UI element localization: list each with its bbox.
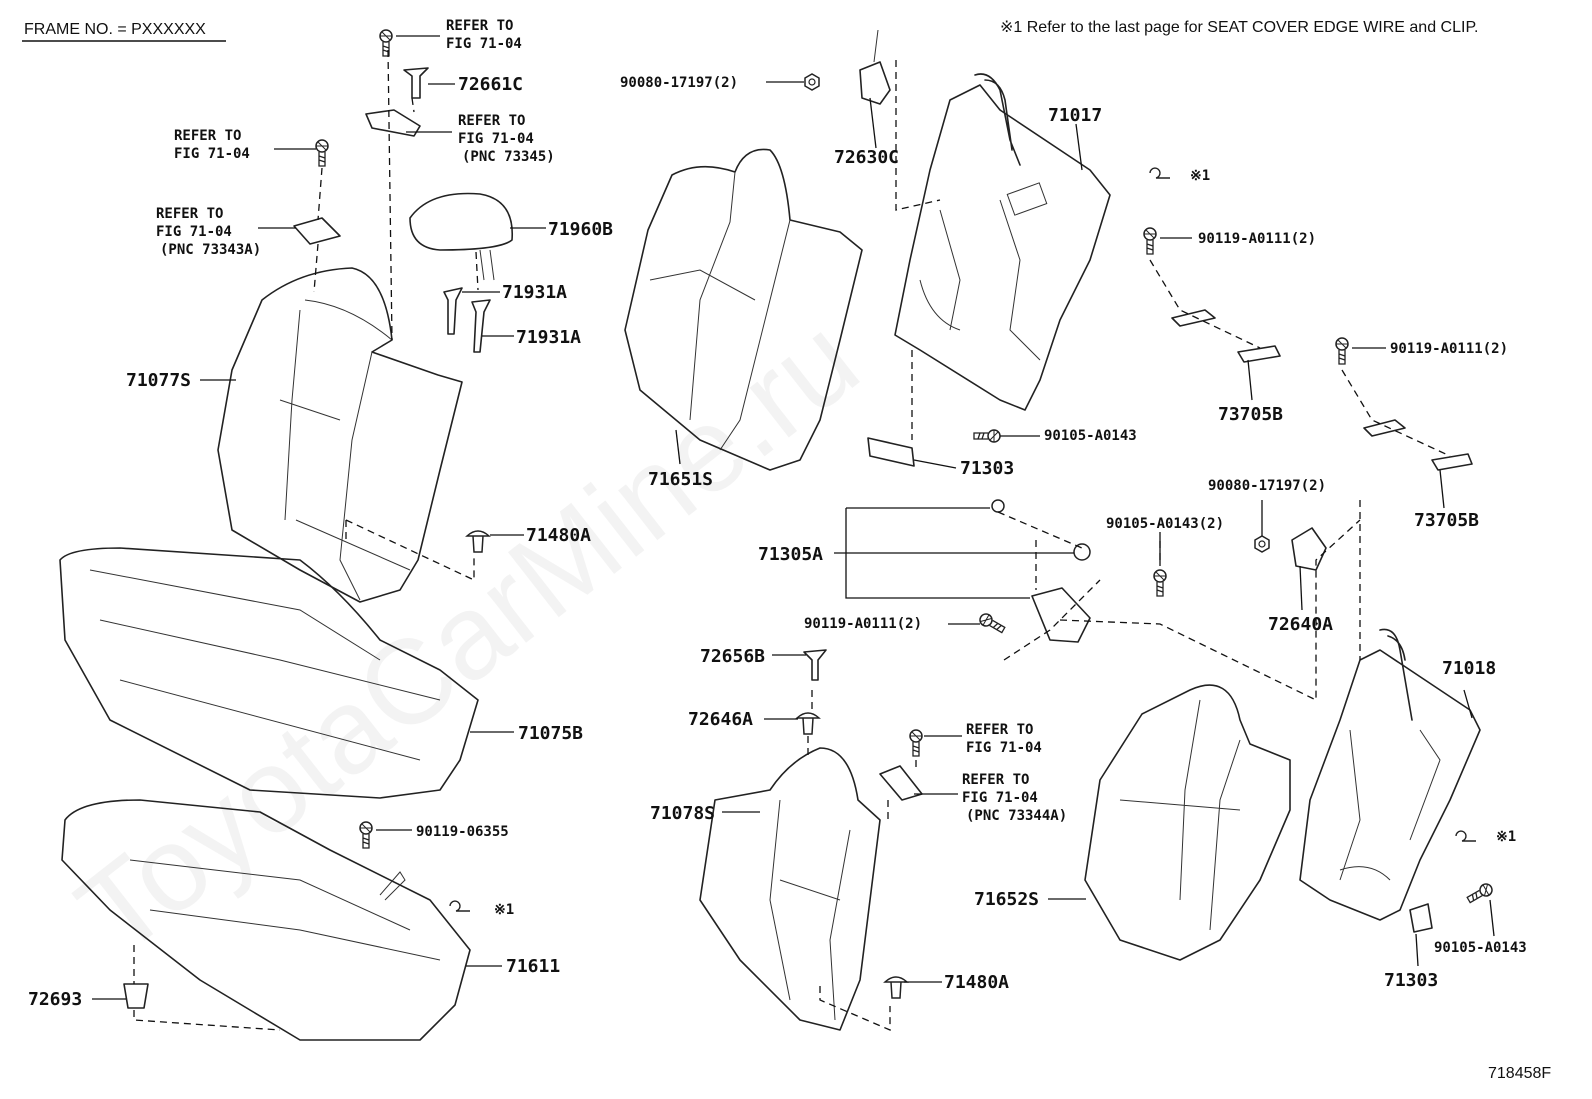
clip-72646A (796, 712, 820, 735)
watermark: ToyotaCarMine.ru (54, 292, 883, 981)
label-90119-06355: 90119-06355 (416, 824, 509, 840)
bracket-73705B-2 (1341, 369, 1473, 471)
label-90105-A0143-2: 90105-A0143(2) (1106, 516, 1224, 532)
refer-6-line-3: (PNC 73344A) (966, 808, 1067, 824)
note-x1-top: ※1 (1190, 168, 1210, 184)
pin-72656B (803, 649, 827, 681)
frame-71018 (1299, 628, 1481, 921)
hinge-72640A (1291, 527, 1327, 571)
bracket-71303-2 (1409, 903, 1433, 933)
frame-71017 (894, 73, 1111, 411)
label-90119-A0111-3: 90119-A0111(2) (804, 616, 922, 632)
nut-90080-1 (804, 73, 820, 91)
refer-1-line-1: REFER TO (446, 18, 513, 34)
label-71931A-2: 71931A (516, 327, 581, 348)
label-71611: 71611 (506, 956, 560, 977)
label-71077S: 71077S (126, 370, 191, 391)
label-90119-A0111-1: 90119-A0111(2) (1198, 231, 1316, 247)
bolt-90119-A0111-2 (1335, 337, 1349, 365)
frame-number: FRAME NO. = PXXXXXX (24, 21, 206, 38)
label-73705B-1: 73705B (1218, 404, 1283, 425)
bracket-73705B-1 (1149, 259, 1281, 363)
wire-clip-right (1455, 830, 1477, 842)
label-71078S: 71078S (650, 803, 715, 824)
label-71018: 71018 (1442, 658, 1496, 679)
refer-3-line-1: REFER TO (174, 128, 241, 144)
label-71651S: 71651S (648, 469, 713, 490)
label-71480A-2: 71480A (944, 972, 1009, 993)
label-71303-1: 71303 (960, 458, 1014, 479)
bolt-refer-1 (379, 29, 393, 57)
guide-71931A-1 (443, 287, 463, 335)
refer-2-line-2: FIG 71-04 (458, 131, 534, 147)
label-72661C: 72661C (458, 74, 523, 95)
wire-clip-seat (449, 900, 471, 912)
bolt-90105-1 (973, 429, 1001, 443)
bracket-73343A (293, 217, 341, 245)
label-90080-17197-1: 90080-17197(2) (620, 75, 738, 91)
bolt-90119-A0111-3 (977, 611, 1008, 636)
label-71017: 71017 (1048, 105, 1102, 126)
seatback-71078S (699, 747, 881, 1031)
refer-2-line-1: REFER TO (458, 113, 525, 129)
header-note: ※1 Refer to the last page for SEAT COVER… (1000, 19, 1479, 36)
bolt-90119-A0111-1 (1143, 227, 1157, 255)
guide-71931A-2 (471, 299, 491, 353)
label-71652S: 71652S (974, 889, 1039, 910)
bolt-refer-5 (909, 729, 923, 757)
refer-5-line-2: FIG 71-04 (966, 740, 1042, 756)
refer-6-line-1: REFER TO (962, 772, 1029, 788)
refer-3-line-2: FIG 71-04 (174, 146, 250, 162)
grommet-72693 (123, 983, 149, 1009)
refer-5-line-1: REFER TO (966, 722, 1033, 738)
seatback-71651S (624, 148, 863, 471)
bolt-90119-06355 (359, 821, 373, 849)
washer-71305A-1 (991, 499, 1005, 513)
nut-90080-2 (1254, 535, 1270, 553)
seatback-71652S (1084, 684, 1291, 961)
label-72693: 72693 (28, 989, 82, 1010)
label-72646A: 72646A (688, 709, 753, 730)
label-72640A: 72640A (1268, 614, 1333, 635)
refer-4-line-1: REFER TO (156, 206, 223, 222)
label-71305A: 71305A (758, 544, 823, 565)
bracket-73344A (879, 765, 923, 801)
clip-71480A-2 (884, 976, 908, 999)
label-71075B: 71075B (518, 723, 583, 744)
hinge-72630C (859, 29, 891, 105)
label-71931A-1: 71931A (502, 282, 567, 303)
label-72656B: 72656B (700, 646, 765, 667)
note-x1-seat: ※1 (494, 902, 514, 918)
washer-71305A-2 (1073, 543, 1091, 561)
cushion-pad-71611 (61, 799, 471, 1041)
bolt-refer-2 (315, 139, 329, 167)
refer-4-line-3: (PNC 73343A) (160, 242, 261, 258)
refer-6-line-2: FIG 71-04 (962, 790, 1038, 806)
leaders (92, 35, 1495, 1000)
refer-1-line-2: FIG 71-04 (446, 36, 522, 52)
refer-2-line-3: (PNC 73345) (462, 149, 555, 165)
label-90105-A0143-1: 90105-A0143 (1044, 428, 1137, 444)
seatback-71077S (217, 267, 463, 603)
drawing-number: 718458F (1488, 1065, 1551, 1082)
pin-72661C (403, 67, 429, 99)
label-71480A-1: 71480A (526, 525, 591, 546)
cushion-71075B (59, 547, 479, 799)
bolt-90105-2 (1153, 569, 1167, 597)
label-73705B-2: 73705B (1414, 510, 1479, 531)
label-71960B: 71960B (548, 219, 613, 240)
note-x1-right: ※1 (1496, 829, 1516, 845)
wire-clip-top (1149, 167, 1171, 179)
label-71303-2: 71303 (1384, 970, 1438, 991)
label-90105-A0143-3: 90105-A0143 (1434, 940, 1527, 956)
headrest-71960B (409, 192, 513, 281)
refer-4-line-2: FIG 71-04 (156, 224, 232, 240)
label-90119-A0111-2: 90119-A0111(2) (1390, 341, 1508, 357)
bracket-71303-1 (867, 437, 915, 467)
label-90080-17197-2: 90080-17197(2) (1208, 478, 1326, 494)
label-72630C: 72630C (834, 147, 899, 168)
hinge-bracket-center (1031, 587, 1091, 643)
